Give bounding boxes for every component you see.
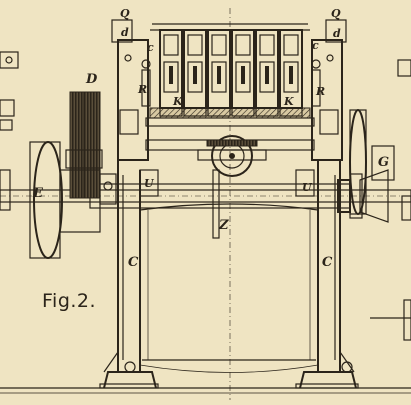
ground-line <box>0 387 411 394</box>
lower-body <box>103 203 355 373</box>
left-gears <box>29 91 117 259</box>
label-d-gear: D <box>86 72 98 87</box>
left-column <box>99 160 159 389</box>
label-d-left: d <box>121 26 129 39</box>
figure-caption: Fig.2. <box>42 290 97 312</box>
u-brackets <box>139 169 315 197</box>
left-edge-bracket <box>0 51 19 131</box>
label-c-lower-left: C <box>128 255 139 270</box>
label-c-upper-right: c <box>312 39 319 52</box>
label-d-right: d <box>333 27 341 40</box>
label-g: G <box>378 155 390 170</box>
label-c-lower-right: C <box>322 255 333 270</box>
label-k-left: K <box>173 95 183 108</box>
label-c-upper-left: c <box>147 41 154 54</box>
label-r-left: R <box>138 83 148 96</box>
right-column <box>295 160 359 389</box>
label-e: E <box>33 186 43 201</box>
right-edge-parts <box>370 59 411 341</box>
label-k-right: K <box>284 95 294 108</box>
bevel-gear <box>197 135 267 177</box>
label-q-left: Q <box>120 7 130 20</box>
label-r-right: R <box>316 85 326 98</box>
punch-units <box>150 23 310 117</box>
label-u-right: U <box>302 181 312 194</box>
z-rod <box>212 169 220 239</box>
label-u-left: U <box>144 177 154 190</box>
label-q-right: Q <box>331 7 341 20</box>
g-coupling <box>371 145 395 181</box>
label-z: Z <box>219 218 229 233</box>
right-flywheel <box>349 109 389 223</box>
side-springs <box>141 59 321 107</box>
